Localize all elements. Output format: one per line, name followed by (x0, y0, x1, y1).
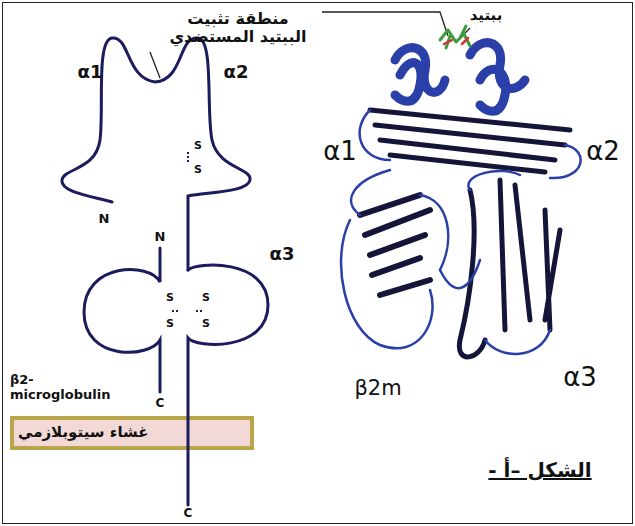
domain-label: α3 (270, 244, 295, 265)
disulfide-label: S (194, 140, 202, 153)
terminus-label: N (155, 230, 166, 245)
membrane-node: غشاء سيتوبلازمي (12, 418, 252, 448)
domain-label: α1 (323, 137, 357, 167)
domain-label: α2 (224, 62, 249, 83)
terminus-label: C (156, 397, 165, 411)
region-label: منطقة تثبيت الببتيد المستضدي (163, 10, 313, 47)
domain-label: α2 (586, 137, 620, 167)
domain-label: α1 (78, 62, 103, 83)
disulfide-label: S (166, 292, 174, 305)
disulfide-label: S (202, 318, 210, 331)
beta2m-chain (84, 248, 160, 392)
domain-label: β2m (354, 376, 401, 400)
disulfide-label: S (194, 164, 202, 177)
alpha-chain (62, 38, 250, 270)
disulfide-label: S (166, 318, 174, 331)
domain-label: α3 (563, 363, 597, 393)
terminus-label: N (99, 212, 110, 227)
figure-caption: الشكل –أ - (488, 459, 591, 482)
peptide-label: ببتيد (470, 7, 503, 24)
disulfide-label: S (202, 292, 210, 305)
membrane-label: غشاء سيتوبلازمي (16, 424, 151, 441)
protein-label: β2- microglobulin (10, 373, 110, 403)
alpha3-loop (188, 265, 268, 505)
membrane-band (12, 418, 252, 448)
terminus-label: C (184, 507, 193, 521)
